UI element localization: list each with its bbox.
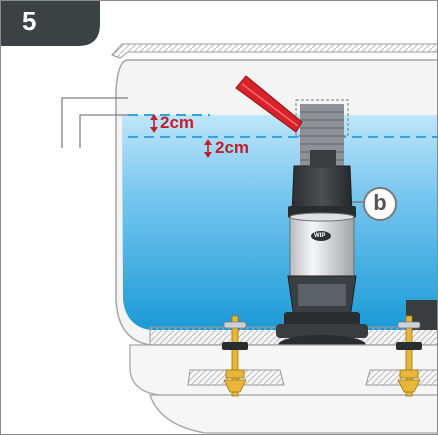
step-number: 5 [22, 6, 37, 36]
left-fixing-bolt [222, 315, 248, 397]
inlet-pipe-inner [79, 114, 128, 148]
water-body [122, 115, 438, 330]
cistern-lid [111, 43, 438, 59]
upper-gap-label: 2cm [160, 113, 195, 132]
brand-logo [311, 231, 331, 241]
double-vertical-arrow-icon [150, 114, 158, 133]
lower-gap-label: 2cm [215, 138, 250, 157]
step-badge [0, 0, 100, 46]
brand-logo-text: WIP [314, 233, 326, 239]
callout-b: b [363, 187, 397, 221]
inlet-pipe-outline [61, 97, 128, 148]
double-vertical-arrow-icon [204, 139, 212, 158]
right-fixing-bolt [396, 315, 422, 397]
